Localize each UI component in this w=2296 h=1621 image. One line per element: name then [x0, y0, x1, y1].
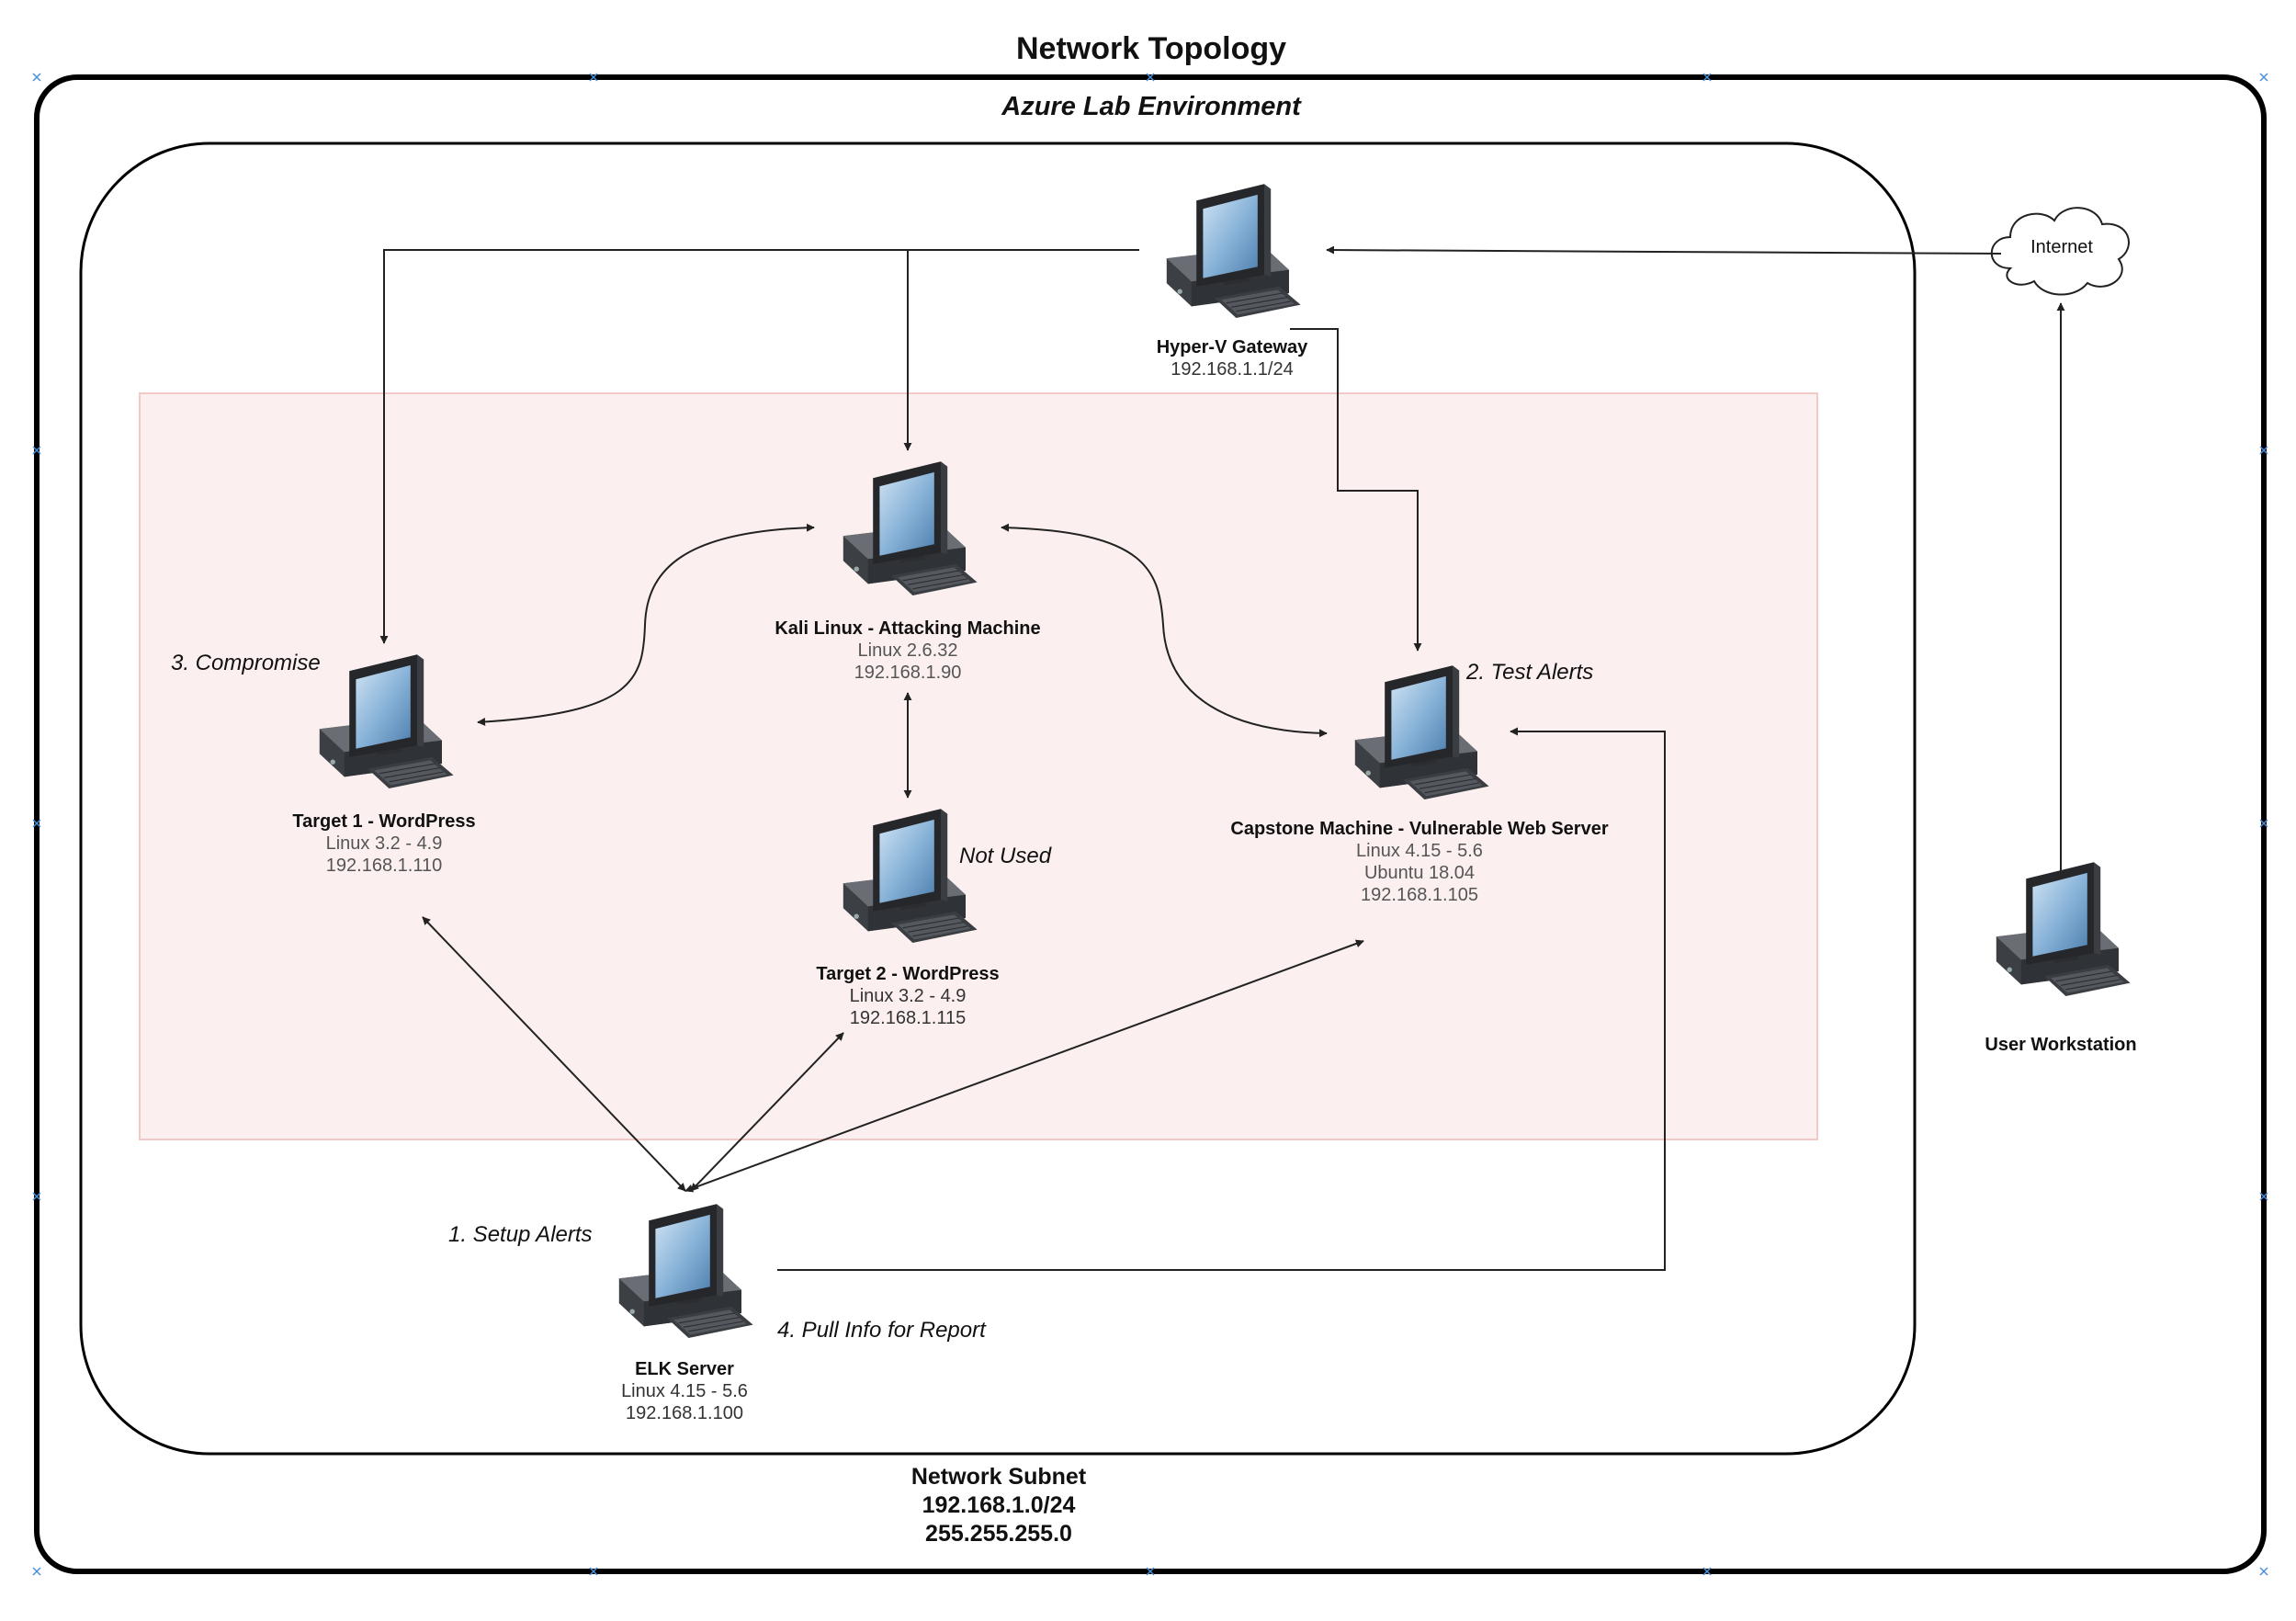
gateway-computer-icon: [1166, 183, 1302, 319]
link-internet-gateway: [1326, 245, 2002, 255]
target1-label: Target 1 - WordPress Linux 3.2 - 4.9 192…: [292, 810, 475, 877]
selection-handle-6: [589, 1567, 598, 1576]
link-kali-target1: [477, 523, 815, 727]
capstone-name: Capstone Machine - Vulnerable Web Server: [1230, 819, 1609, 839]
selection-handle-3: [1702, 73, 1712, 82]
note-setup-alerts: 1. Setup Alerts: [448, 1222, 593, 1247]
selection-handle-7: [1146, 1567, 1155, 1576]
subnet-info: Network Subnet 192.168.1.0/24 255.255.25…: [911, 1463, 1086, 1548]
link-elk-target1: [422, 916, 686, 1192]
selection-handle-4: [2259, 73, 2268, 82]
gateway-ip: 192.168.1.1/24: [1171, 359, 1294, 380]
capstone-ip: 192.168.1.105: [1361, 885, 1478, 905]
selection-handle-13: [2259, 446, 2268, 455]
target1-name: Target 1 - WordPress: [292, 811, 476, 832]
note-test-alerts: 2. Test Alerts: [1466, 660, 1594, 685]
selection-handle-10: [32, 446, 41, 455]
link-gateway-target1: [379, 249, 1139, 644]
gateway-name: Hyper-V Gateway: [1156, 337, 1308, 357]
kali-os: Linux 2.6.32: [857, 640, 958, 661]
link-gateway-capstone: [1290, 328, 1422, 652]
elk-name: ELK Server: [635, 1359, 734, 1379]
selection-handle-11: [32, 819, 41, 828]
note-pull-info: 4. Pull Info for Report: [777, 1318, 986, 1343]
selection-handle-8: [1702, 1567, 1712, 1576]
target2-label: Target 2 - WordPress Linux 3.2 - 4.9 192…: [816, 963, 999, 1029]
subnet-cidr: 192.168.1.0/24: [922, 1492, 1076, 1518]
link-elk-capstone: [684, 939, 1364, 1193]
elk-label: ELK Server Linux 4.15 - 5.6 192.168.1.10…: [621, 1358, 748, 1424]
diagram-title: Network Topology: [1015, 31, 1287, 66]
kali-label: Kali Linux - Attacking Machine Linux 2.6…: [775, 618, 1040, 684]
capstone-label: Capstone Machine - Vulnerable Web Server…: [1230, 818, 1608, 906]
selection-handle-12: [32, 1192, 41, 1201]
link-elk-capstone-report: [777, 727, 1666, 1271]
internet-cloud-icon: [1990, 207, 2130, 296]
note-not-used: Not Used: [959, 844, 1052, 868]
selection-handle-1: [589, 73, 598, 82]
elk-computer-icon: [618, 1203, 754, 1339]
target2-ip: 192.168.1.115: [849, 1008, 967, 1028]
link-kali-capstone: [1001, 523, 1328, 738]
selection-handle-0: [32, 73, 41, 82]
subnet-name: Network Subnet: [910, 1464, 1087, 1490]
workstation-computer-icon: [1996, 861, 2132, 997]
capstone-distro: Ubuntu 18.04: [1363, 863, 1476, 883]
selection-handle-9: [2259, 1567, 2268, 1576]
kali-ip: 192.168.1.90: [854, 663, 962, 683]
environment-label: Azure Lab Environment: [1001, 92, 1301, 121]
workstation-label: User Workstation: [1985, 1034, 2136, 1056]
workstation-name: User Workstation: [1985, 1035, 2137, 1055]
target1-ip: 192.168.1.110: [325, 856, 443, 876]
selection-handle-15: [2259, 1192, 2268, 1201]
gateway-label: Hyper-V Gateway 192.168.1.1/24: [1157, 336, 1308, 380]
internet-label: Internet: [2030, 237, 2093, 257]
elk-os: Linux 4.15 - 5.6: [621, 1381, 748, 1401]
target2-os: Linux 3.2 - 4.9: [849, 986, 967, 1006]
note-compromise: 3. Compromise: [171, 651, 321, 675]
elk-ip: 192.168.1.100: [626, 1403, 743, 1423]
capstone-os: Linux 4.15 - 5.6: [1356, 841, 1483, 861]
selection-handle-5: [32, 1567, 41, 1576]
subnet-mask: 255.255.255.0: [925, 1521, 1072, 1547]
target1-os: Linux 3.2 - 4.9: [325, 833, 443, 854]
network-subnet-border: [79, 142, 1917, 1456]
target2-name: Target 2 - WordPress: [816, 964, 1000, 984]
selection-handle-2: [1146, 73, 1155, 82]
kali-name: Kali Linux - Attacking Machine: [775, 618, 1041, 639]
selection-handle-14: [2259, 819, 2268, 828]
